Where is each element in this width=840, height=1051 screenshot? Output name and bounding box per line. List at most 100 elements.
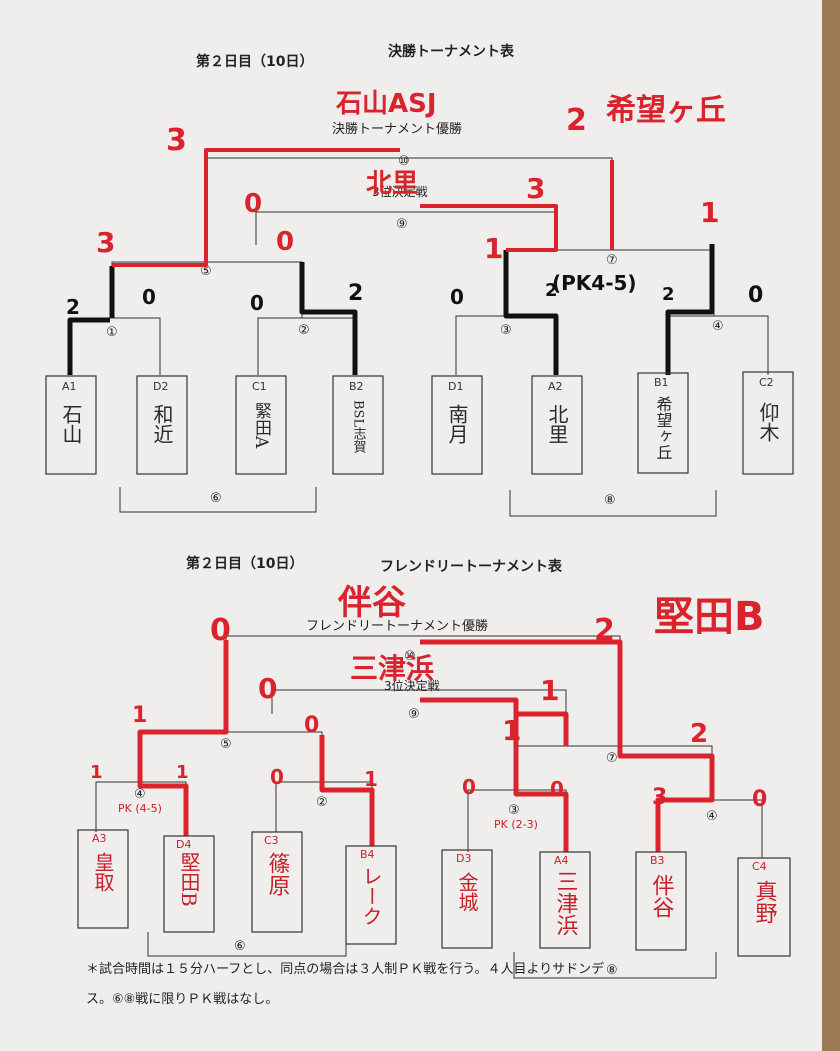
main-champion-label: 決勝トーナメント優勝 xyxy=(332,122,462,137)
friendly-match-6: ⑥ xyxy=(234,939,246,954)
friendly-score-semi5-left: 1 xyxy=(132,703,147,728)
main-team-name-1: 石山 xyxy=(59,404,83,444)
friendly-pk-note-3: PK (2-3) xyxy=(494,818,538,831)
friendly-match-3: ③ xyxy=(508,803,520,818)
friendly-team-code-7: B3 xyxy=(650,854,665,867)
friendly-team-name-7: 伴谷 xyxy=(649,874,675,918)
friendly-score-m4-left: 3 xyxy=(652,785,667,810)
friendly-score-third-left: 0 xyxy=(258,672,277,705)
friendly-champion-label: フレンドリートーナメント優勝 xyxy=(306,619,488,634)
friendly-match-1: ④ xyxy=(134,787,146,802)
main-score-m2-left: 0 xyxy=(250,291,264,315)
main-score-third-right: 3 xyxy=(526,172,545,205)
main-match-2: ② xyxy=(298,323,310,338)
friendly-match-2: ② xyxy=(316,795,328,810)
friendly-score-m1-right: 1 xyxy=(176,762,189,783)
main-score-m4-right: 0 xyxy=(748,283,763,308)
friendly-score-m3-left: 0 xyxy=(462,775,476,799)
friendly-team-name-6: 三津浜 xyxy=(553,870,579,936)
main-black-marker xyxy=(67,244,715,375)
main-team-code-1: A1 xyxy=(62,380,77,393)
main-header-day: 第２日目（10日） xyxy=(196,53,313,70)
main-team-name-6: 北里 xyxy=(545,404,569,444)
friendly-team-name-8: 真野 xyxy=(752,880,778,924)
friendly-bracket: 第２日目（10日） フレンドリートーナメント表 フレンドリートーナメント優勝 3… xyxy=(77,555,791,979)
friendly-team-boxes xyxy=(77,829,791,957)
footnote-line-2: ス。⑥⑧戦に限りＰＫ戦はなし。 xyxy=(86,992,279,1007)
friendly-score-semi7-left: 1 xyxy=(502,714,521,747)
main-team-code-4: B2 xyxy=(349,380,364,393)
main-third-written: 北里 xyxy=(366,169,418,199)
friendly-team-name-4: レーク xyxy=(359,866,383,926)
main-score-semi7-right: 1 xyxy=(700,196,719,229)
main-team-name-8: 仰木 xyxy=(756,402,780,442)
friendly-score-m4-right: 0 xyxy=(752,787,767,812)
paper xyxy=(0,0,822,1051)
main-match-7: ⑦ xyxy=(606,253,618,268)
friendly-score-third-right: 1 xyxy=(540,674,559,707)
main-match-1: ① xyxy=(106,325,118,340)
main-match-3: ③ xyxy=(500,323,512,338)
main-score-m3-left: 0 xyxy=(450,285,464,309)
friendly-match-5: ⑤ xyxy=(220,737,232,752)
friendly-team-code-3: C3 xyxy=(264,834,279,847)
friendly-match-final: ⑩ xyxy=(404,649,416,664)
main-score-final-left: 3 xyxy=(166,123,187,158)
friendly-score-semi5-right: 0 xyxy=(304,713,319,738)
friendly-score-m2-left: 0 xyxy=(270,765,284,789)
main-team-code-2: D2 xyxy=(153,380,168,393)
main-score-final-right: 2 xyxy=(566,103,587,138)
friendly-red-marker xyxy=(137,639,715,852)
main-match-6: ⑥ xyxy=(210,491,222,506)
main-team-code-5: D1 xyxy=(448,380,463,393)
friendly-header-day: 第２日目（10日） xyxy=(186,555,303,572)
friendly-score-final-left: 0 xyxy=(210,613,231,648)
footnote-line-1: ＊試合時間は１５分ハーフとし、同点の場合は３人制ＰＫ戦を行う。４人目よりサドンデ xyxy=(86,962,605,977)
main-score-m1-right: 0 xyxy=(142,285,156,309)
friendly-score-semi7-right: 2 xyxy=(690,719,708,749)
main-team-code-3: C1 xyxy=(252,380,267,393)
friendly-team-name-1: 皇取 xyxy=(91,852,115,892)
friendly-team-code-8: C4 xyxy=(752,860,767,873)
friendly-team-code-2: D4 xyxy=(176,838,191,851)
main-match-8: ⑧ xyxy=(604,493,616,508)
friendly-team-code-1: A3 xyxy=(92,832,107,845)
friendly-team-name-3: 篠原 xyxy=(265,852,291,896)
friendly-match-7: ⑦ xyxy=(606,751,618,766)
main-team-code-8: C2 xyxy=(759,376,774,389)
main-bracket: 第２日目（10日） 決勝トーナメント表 決勝トーナメント優勝 3位決定戦 ⑩ ⑨… xyxy=(45,43,794,517)
friendly-team-code-6: A4 xyxy=(554,854,569,867)
main-team-code-6: A2 xyxy=(548,380,563,393)
main-score-semi7-left: 1 xyxy=(484,232,503,265)
main-match-4: ④ xyxy=(712,319,724,334)
friendly-third-written: 三津浜 xyxy=(350,652,434,685)
friendly-side-written: 堅田B xyxy=(654,594,765,640)
friendly-match-8: ⑧ xyxy=(606,963,618,978)
main-score-third-left: 0 xyxy=(244,189,262,219)
main-team-name-5: 南月 xyxy=(445,404,469,444)
main-red-marker xyxy=(112,148,614,267)
main-champion-written: 石山ASJ xyxy=(335,89,437,119)
main-match-final: ⑩ xyxy=(398,154,410,169)
main-team-name-4: BSL志賀 xyxy=(351,400,367,454)
friendly-team-name-5: 金城 xyxy=(455,872,479,912)
main-team-code-7: B1 xyxy=(654,376,669,389)
main-score-m1-left: 2 xyxy=(66,295,80,319)
main-team-name-7: 希望ヶ丘 xyxy=(654,396,673,460)
main-right-winner-written: 希望ヶ丘 xyxy=(606,93,726,128)
main-header-title: 決勝トーナメント表 xyxy=(388,43,515,60)
main-third-label: 3位決定戦 xyxy=(372,184,428,199)
friendly-score-m3-right: 0 xyxy=(550,777,564,801)
friendly-pk-note-1: PK (4-5) xyxy=(118,802,162,815)
main-score-semi5-right: 0 xyxy=(276,227,294,257)
friendly-third-label: 3位決定戦 xyxy=(384,678,440,693)
friendly-match-third: ⑨ xyxy=(408,707,420,722)
main-score-m4-left: 2 xyxy=(662,284,675,305)
friendly-team-code-5: D3 xyxy=(456,852,471,865)
main-match-5: ⑤ xyxy=(200,264,212,279)
main-team-name-2: 和近 xyxy=(150,404,174,444)
main-team-boxes xyxy=(45,371,794,475)
main-match-third: ⑨ xyxy=(396,217,408,232)
wood-edge xyxy=(822,0,840,1051)
